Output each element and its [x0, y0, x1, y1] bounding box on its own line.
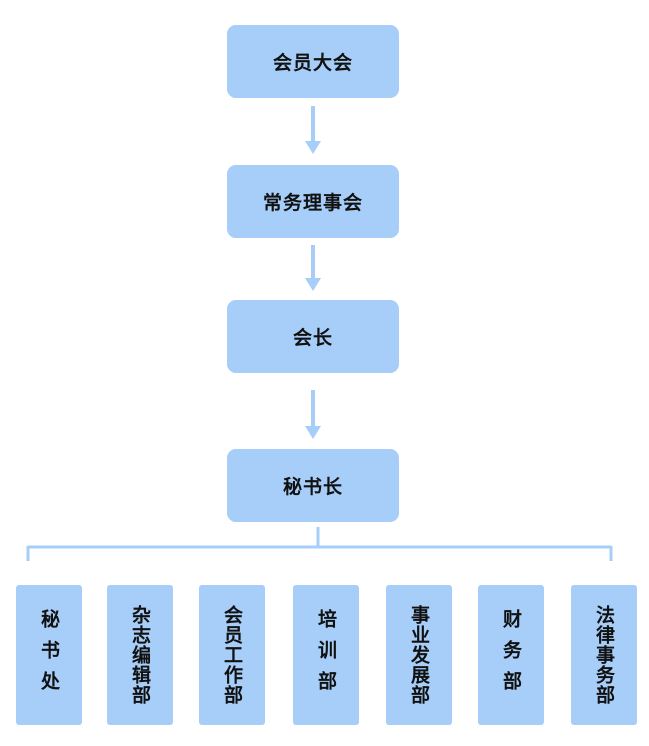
arrow-council-to-president	[305, 245, 321, 291]
dept-finance: 财务部	[478, 585, 544, 725]
node-general-assembly: 会员大会	[227, 25, 399, 98]
dept-finance-label: 财务部	[500, 608, 522, 702]
dept-legal-affairs: 法律事务部	[571, 585, 637, 725]
dept-magazine-editorial-label: 杂志编辑部	[129, 605, 151, 705]
arrow-president-to-secretary	[305, 390, 321, 439]
dept-business-development-label: 事业发展部	[408, 605, 430, 705]
node-president: 会长	[227, 300, 399, 373]
dept-magazine-editorial: 杂志编辑部	[107, 585, 173, 725]
node-general-assembly-label: 会员大会	[272, 52, 353, 74]
dept-training: 培训部	[293, 585, 359, 725]
dept-membership-label: 会员工作部	[221, 605, 243, 705]
node-secretary-general-label: 秘书长	[282, 476, 343, 498]
node-secretary-general: 秘书长	[227, 449, 399, 522]
dept-secretariat-label: 秘书处	[38, 608, 60, 702]
dept-membership: 会员工作部	[199, 585, 265, 725]
dept-legal-affairs-label: 法律事务部	[593, 605, 615, 705]
node-standing-council: 常务理事会	[227, 165, 399, 238]
dept-secretariat: 秘书处	[16, 585, 82, 725]
dept-business-development: 事业发展部	[386, 585, 452, 725]
department-bracket	[26, 527, 613, 561]
node-president-label: 会长	[292, 327, 333, 349]
dept-training-label: 培训部	[315, 608, 337, 702]
node-standing-council-label: 常务理事会	[262, 192, 363, 214]
arrow-assembly-to-council	[305, 106, 321, 154]
